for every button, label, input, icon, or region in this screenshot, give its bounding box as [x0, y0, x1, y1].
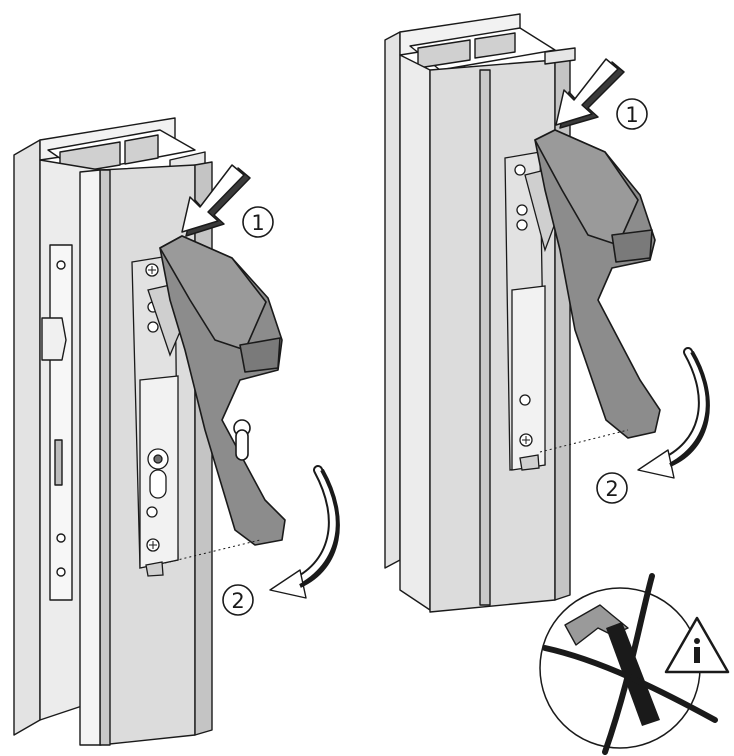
right-swing-line	[539, 429, 629, 453]
left-push-arrow-icon	[181, 164, 251, 237]
left-step-2-label: 2	[222, 584, 254, 616]
left-door-handle	[159, 235, 286, 546]
right-push-arrow-icon	[555, 58, 625, 129]
svg-text:1: 1	[251, 211, 264, 235]
left-rotate-arrow-icon	[269, 465, 340, 599]
right-door-handle	[534, 129, 661, 439]
left-swing-line	[164, 539, 261, 564]
left-lock-plate	[131, 254, 186, 577]
left-door-assembly: 1 2	[13, 117, 340, 746]
hammer-prohibited-icon	[539, 573, 718, 755]
right-step-1-label: 1	[616, 98, 648, 130]
svg-text:1: 1	[625, 103, 638, 127]
svg-text:2: 2	[605, 477, 618, 501]
right-door-profile	[384, 13, 576, 613]
left-door-profile	[13, 117, 213, 746]
right-rotate-arrow-icon	[637, 347, 710, 479]
svg-text:2: 2	[231, 589, 244, 613]
right-step-2-label: 2	[596, 472, 628, 504]
right-door-assembly: 1 2	[384, 13, 710, 613]
left-step-1-label: 1	[242, 206, 274, 238]
info-warning-icon	[664, 616, 730, 674]
